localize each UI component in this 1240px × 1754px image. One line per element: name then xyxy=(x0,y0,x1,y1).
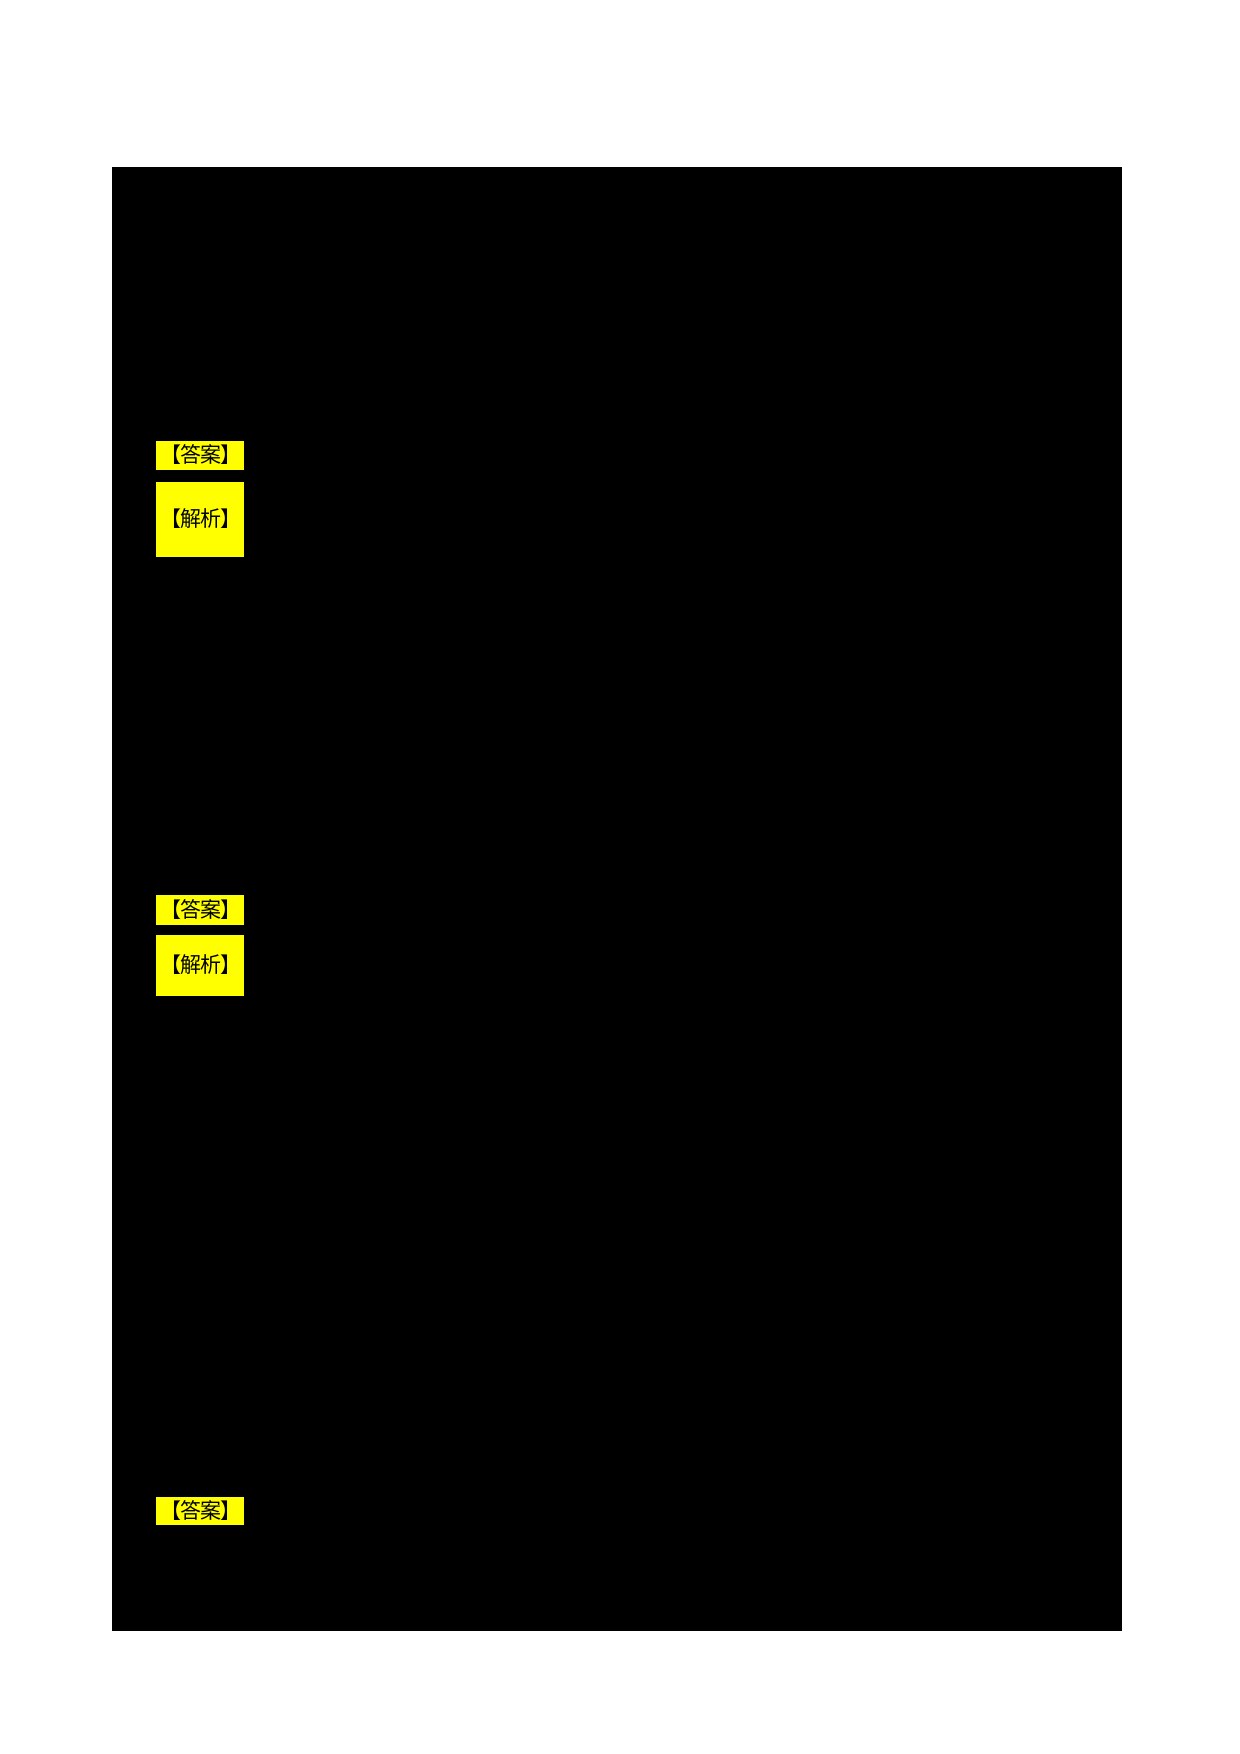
analysis-label-1: 【解析】 xyxy=(156,482,244,557)
answer-label-2: 【答案】 xyxy=(156,895,244,925)
answer-label-1: 【答案】 xyxy=(156,441,244,470)
answer-label-3: 【答案】 xyxy=(156,1497,244,1525)
analysis-label-2: 【解析】 xyxy=(156,935,244,996)
redacted-content-block xyxy=(112,167,1122,1631)
